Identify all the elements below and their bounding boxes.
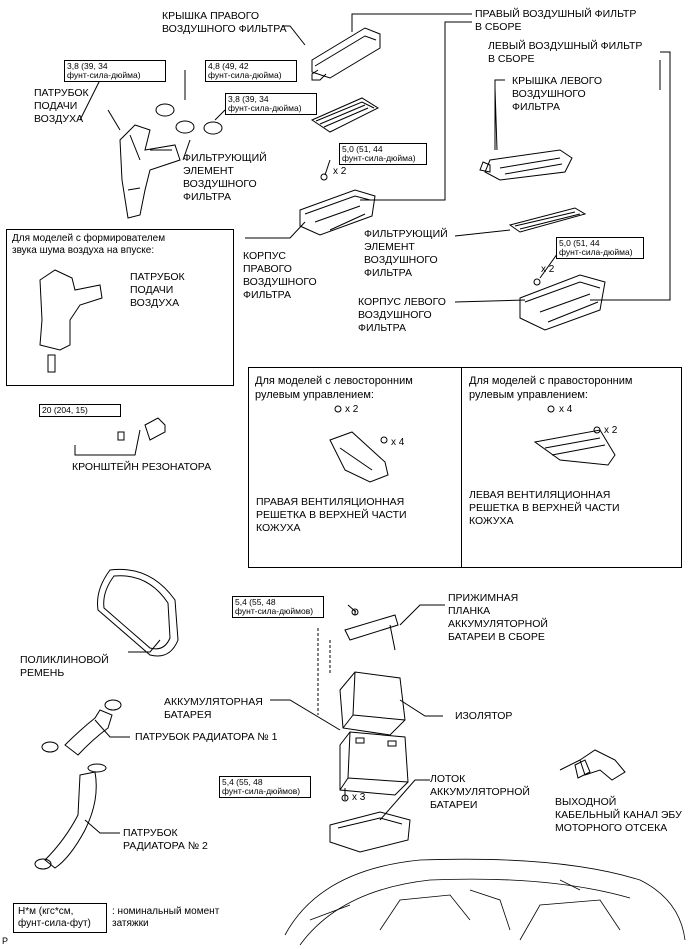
bolt-left-case: [533, 278, 541, 286]
torque-box-3: 3,8 (39, 34 фунт-сила-дюйма): [225, 93, 317, 115]
leader-right-assy-vertical: [360, 21, 472, 201]
bolt-right-case: [320, 173, 328, 181]
label-inset-intake-hose: ПАТРУБОК ПОДАЧИ ВОЗДУХА: [130, 271, 185, 309]
torque-box-7: 5,4 (55, 48 фунт-сила-дюймов): [232, 596, 324, 618]
label-insulator: ИЗОЛЯТОР: [455, 710, 513, 722]
label-clamp-plate: ПРИЖИМНАЯ ПЛАНКА АККУМУЛЯТОРНОЙ БАТАРЕИ …: [448, 592, 548, 643]
label-radiator-hose-1: ПАТРУБОК РАДИАТОРА № 1: [135, 731, 278, 743]
label-right-filter-cover: КРЫШКА ПРАВОГО ВОЗДУШНОГО ФИЛЬТРА: [162, 10, 287, 35]
label-left-element: ФИЛЬТРУЮЩИЙ ЭЛЕМЕНТ ВОЗДУШНОГО ФИЛЬТРА: [364, 228, 448, 279]
label-right-filter-assy: ПРАВЫЙ ВОЗДУШНЫЙ ФИЛЬТР В СБОРЕ: [475, 8, 637, 33]
cowl-rhd-drawing: [533, 405, 616, 466]
legend-meaning: : номинальный момент затяжки: [112, 906, 220, 929]
label-intake-hose: ПАТРУБОК ПОДАЧИ ВОЗДУХА: [34, 87, 89, 125]
label-right-cowl: ПРАВАЯ ВЕНТИЛЯЦИОННАЯ РЕШЕТКА В ВЕРХНЕЙ …: [256, 496, 407, 534]
leader-belt: [128, 639, 161, 653]
label-right-case: КОРПУС ПРАВОГО ВОЗДУШНОГО ФИЛЬТРА: [243, 250, 317, 301]
label-left-filter-cover: КРЫШКА ЛЕВОГО ВОЗДУШНОГО ФИЛЬТРА: [512, 75, 603, 113]
right-element-drawing: [310, 97, 380, 133]
leader-hose-1: [94, 719, 130, 738]
leader-insulator: [399, 699, 443, 717]
battery-drawing: [339, 731, 409, 796]
qty-lhd-b: x 4: [391, 437, 405, 448]
label-ecu-duct: ВЫХОДНОЙ КАБЕЛЬНЫЙ КАНАЛ ЭБУ МОТОРНОГО О…: [555, 796, 682, 834]
engine-bay-drawing: [284, 858, 686, 946]
label-vribbed-belt: ПОЛИКЛИНОВОЙ РЕМЕНЬ: [20, 654, 109, 679]
legend-units-box: Н*м (кгс*см, фунт-сила-фут): [13, 903, 107, 933]
intake-hose-drawing: [119, 124, 181, 219]
lhd-title: Для моделей с левосторонним рулевым упра…: [255, 375, 413, 401]
leader-right-case: [245, 221, 306, 239]
cowl-lhd-drawing: [329, 405, 389, 483]
leader-battery: [270, 699, 341, 731]
leader-left-cover: [494, 79, 505, 150]
torque-box-1: 3,8 (39, 34 фунт-сила-дюйма): [64, 60, 166, 82]
leader-resonator-bracket: [74, 429, 141, 456]
right-filter-cover-drawing: [311, 27, 381, 81]
ecu-duct-drawing: [574, 749, 626, 781]
qty-rhd-a: x 4: [559, 404, 573, 415]
qty-rhd-b: x 2: [604, 425, 618, 436]
leader-left-filter-assy: [590, 51, 671, 301]
qty-lhd-a: x 2: [345, 404, 359, 415]
torque-box-4: 5,0 (51, 44 фунт-сила-дюйма): [339, 143, 427, 165]
leader-clamp-plate: [399, 604, 445, 626]
battery-tray-drawing: [329, 794, 411, 853]
leader-torque-3: [214, 109, 226, 121]
clamp-3: [203, 121, 223, 135]
cowl-frame: [248, 367, 682, 568]
torque-box-8: 5,4 (55, 48 фунт-сила-дюймов): [219, 776, 311, 798]
rhd-title: Для моделей с правосторонним рулевым упр…: [469, 375, 633, 401]
qty-right-case: x 2: [333, 166, 347, 177]
qty-left-case: x 2: [541, 264, 555, 275]
label-battery: АККУМУЛЯТОРНАЯ БАТАРЕЯ: [164, 696, 263, 721]
inset-hose-drawing: [39, 269, 103, 373]
battery-dash-lines: [317, 628, 331, 715]
belt-drawing: [97, 568, 179, 657]
inset-frame: [6, 229, 234, 386]
leader-intake-hose: [107, 109, 121, 131]
label-resonator-bracket: КРОНШТЕЙН РЕЗОНАТОРА: [72, 461, 212, 473]
corner-mark: P: [2, 936, 9, 946]
inset-title: Для моделей с формирователем звука шума …: [12, 233, 166, 256]
leader-right-filter-cover: [282, 25, 306, 46]
torque-box-6: 20 (204, 15): [39, 404, 121, 417]
label-radiator-hose-2: ПАТРУБОК РАДИАТОРА № 2: [123, 827, 208, 852]
leader-tray: [379, 779, 430, 821]
leader-torque-4: [324, 159, 331, 176]
qty-tray: x 3: [352, 792, 366, 803]
clamp-2: [175, 120, 195, 134]
right-case-drawing: [299, 189, 376, 236]
torque-box-2: 4,8 (49, 42 фунт-сила-дюйма): [205, 60, 297, 82]
leader-hose-2: [84, 819, 120, 834]
leader-left-element: [454, 229, 511, 237]
leader-left-case: [454, 299, 526, 303]
leader-right-element: [182, 139, 191, 161]
torque-box-5: 5,0 (51, 44 фунт-сила-дюйма): [556, 237, 644, 259]
leader-ecu-duct: [559, 759, 581, 771]
insulator-drawing: [339, 671, 406, 736]
clamp-1: [155, 103, 175, 117]
left-element-drawing: [508, 207, 587, 233]
label-battery-tray: ЛОТОК АККУМУЛЯТОРНОЙ БАТАРЕИ: [430, 773, 530, 811]
label-right-element: ФИЛЬТРУЮЩИЙ ЭЛЕМЕНТ ВОЗДУШНОГО ФИЛЬТРА: [183, 152, 267, 203]
radiator-hose-2-drawing: [34, 771, 97, 870]
clamp-plate-drawing: [344, 608, 399, 651]
label-left-filter-assy: ЛЕВЫЙ ВОЗДУШНЫЙ ФИЛЬТР В СБОРЕ: [488, 40, 643, 65]
radiator-hose-1-drawing: [41, 699, 122, 773]
label-left-cowl: ЛЕВАЯ ВЕНТИЛЯЦИОННАЯ РЕШЕТКА В ВЕРХНЕЙ Ч…: [469, 489, 620, 527]
leader-right-filter-assy: [351, 13, 472, 32]
left-filter-cover-drawing: [479, 87, 573, 181]
left-case-drawing: [519, 274, 606, 331]
resonator-bracket-drawing: [117, 417, 166, 441]
label-left-case: КОРПУС ЛЕВОГО ВОЗДУШНОГО ФИЛЬТРА: [358, 296, 446, 334]
